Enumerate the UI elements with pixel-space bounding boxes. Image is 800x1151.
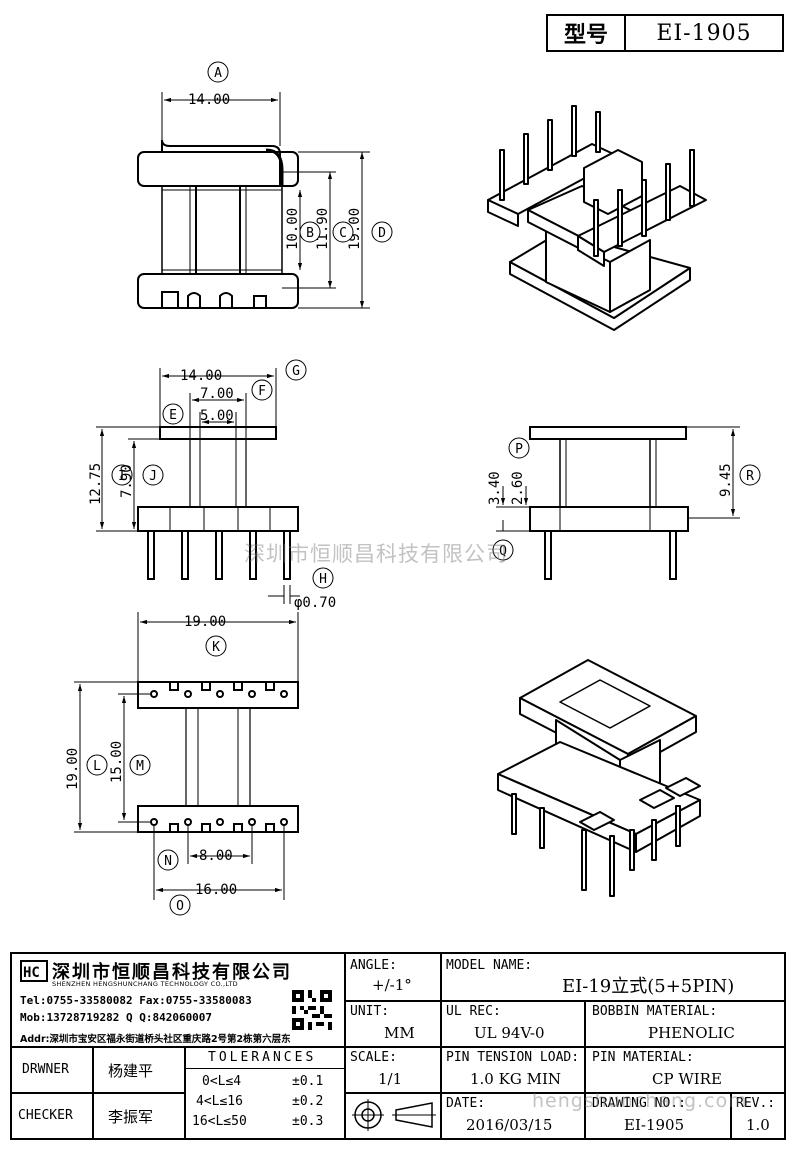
model-name-value: EI-19立式(5+5PIN): [562, 976, 735, 997]
drwner-label: DRWNER: [22, 1062, 69, 1077]
model-name-label: MODEL NAME:: [446, 958, 533, 973]
scale-value: 1/1: [378, 1070, 403, 1088]
dim-9-45: 9.45: [718, 463, 734, 497]
callout-p: P: [515, 442, 523, 457]
dim-3-40: 3.40: [487, 471, 503, 505]
dim-12-75: 12.75: [88, 463, 104, 505]
technical-drawing: 14.00 10.00 11.90 19.00 A B C D G F E I …: [65, 61, 761, 916]
dim-19: 19.00: [347, 208, 363, 250]
callout-a: A: [214, 66, 222, 81]
scale-label: SCALE:: [350, 1050, 397, 1065]
dim-pin-dia: φ0.70: [294, 595, 336, 611]
dim-15: 15.00: [109, 741, 125, 783]
angle-label: ANGLE:: [350, 958, 397, 973]
tol-range-2: 4<L≤16: [196, 1094, 243, 1109]
callout-n: N: [164, 854, 172, 869]
callout-b: B: [306, 226, 314, 241]
front-view: [529, 426, 689, 580]
callout-l: L: [93, 759, 101, 774]
dim-11-90: 11.90: [315, 208, 331, 250]
model-label: 型号: [548, 16, 626, 50]
pin-material-label: PIN MATERIAL:: [592, 1050, 694, 1065]
model-box: 型号 EI-1905: [546, 14, 784, 52]
rev-value: 1.0: [746, 1116, 770, 1134]
bottom-view: [137, 681, 299, 833]
dim-2-60: 2.60: [510, 471, 526, 505]
svg-text:HC: HC: [23, 965, 40, 981]
rev-label: REV.:: [736, 1096, 776, 1111]
dim-side-width: 14.00: [180, 368, 222, 384]
pin-tension-value: 1.0 KG MIN: [470, 1070, 561, 1088]
model-number: EI-1905: [656, 20, 752, 46]
callout-f: F: [258, 384, 266, 399]
callout-r: R: [746, 469, 754, 484]
callouts: [86, 61, 761, 916]
watermark-url: hengshunchang.com: [532, 1090, 748, 1112]
callout-q: Q: [499, 544, 507, 559]
ul-rec-value: UL 94V-0: [474, 1024, 545, 1042]
dim-pin-span: 16.00: [195, 882, 237, 898]
dim-10: 10.00: [285, 208, 301, 250]
dim-5: 5.00: [200, 408, 234, 424]
side-view-dims: [96, 368, 300, 604]
tol-range-3: 16<L≤50: [192, 1114, 247, 1129]
date-value: 2016/03/15: [466, 1116, 553, 1134]
angle-value: +/-1°: [372, 976, 412, 994]
title-block: HC 深圳市恒顺昌科技有限公司 SHENZHEN HENGSHUNCHANG T…: [10, 952, 786, 1140]
pin-material-value: CP WIRE: [652, 1070, 722, 1088]
checker-value: 李振军: [108, 1108, 154, 1126]
callout-d: D: [378, 226, 386, 241]
dim-bottom-height: 19.00: [65, 748, 81, 790]
callout-j: J: [149, 469, 157, 484]
contact-addr: Addr:深圳市宝安区福永街道桥头社区重庆路2号第2栋第六层东: [20, 1034, 291, 1045]
callout-m: M: [136, 759, 144, 774]
top-view: [137, 139, 299, 309]
unit-value: MM: [384, 1024, 415, 1042]
isometric-view-top: [487, 105, 707, 331]
isometric-view-bottom: [497, 659, 701, 897]
bottom-view-dims: [74, 612, 299, 900]
checker-label: CHECKER: [18, 1108, 73, 1123]
pin-tension-label: PIN TENSION LOAD:: [446, 1050, 580, 1065]
callout-i: I: [118, 469, 126, 484]
front-view-dims: [496, 426, 740, 532]
contact-tel: Tel:0755-33580082 Fax:0755-33580083: [20, 994, 252, 1007]
tol-value-2: ±0.2: [292, 1094, 324, 1109]
tol-value-1: ±0.1: [292, 1074, 324, 1089]
callout-c: C: [339, 226, 347, 241]
dim-pin-pitch: 8.00: [199, 848, 233, 864]
company-logo: HC: [20, 959, 48, 983]
ul-rec-label: UL REC:: [446, 1004, 501, 1019]
date-label: DATE:: [446, 1096, 486, 1111]
company-name-cn: 深圳市恒顺昌科技有限公司: [52, 962, 292, 983]
bobbin-material-value: PHENOLIC: [648, 1024, 735, 1042]
drawing-no-label: DRAWING NO.:: [592, 1096, 686, 1111]
dim-7: 7.00: [200, 386, 234, 402]
dim-top-width: 14.00: [188, 92, 230, 108]
callout-h: H: [319, 572, 327, 587]
dim-bottom-width: 19.00: [184, 614, 226, 630]
bobbin-material-label: BOBBIN MATERIAL:: [592, 1004, 718, 1019]
side-view: [137, 426, 299, 580]
callout-e: E: [169, 408, 177, 423]
callout-g: G: [292, 364, 300, 379]
company-name-en: SHENZHEN HENGSHUNCHANG TECHNOLOGY CO.,LT…: [52, 980, 238, 988]
watermark-center: 深圳市恒顺昌科技有限公司: [244, 542, 508, 566]
projection-symbol-icon: [350, 1098, 436, 1136]
dim-7-90: 7.90: [119, 464, 135, 498]
tol-value-3: ±0.3: [292, 1114, 324, 1129]
callout-o: O: [176, 899, 184, 914]
qr-code: [292, 990, 332, 1030]
unit-label: UNIT:: [350, 1004, 390, 1019]
tolerances-label: TOLERANCES: [208, 1050, 317, 1065]
contact-mob: Mob:13728719282 Q Q:842060007: [20, 1011, 213, 1024]
tol-range-1: 0<L≤4: [202, 1074, 242, 1089]
callout-k: K: [212, 640, 220, 655]
drwner-value: 杨建平: [108, 1062, 154, 1080]
drawing-no-value: EI-1905: [624, 1116, 685, 1134]
